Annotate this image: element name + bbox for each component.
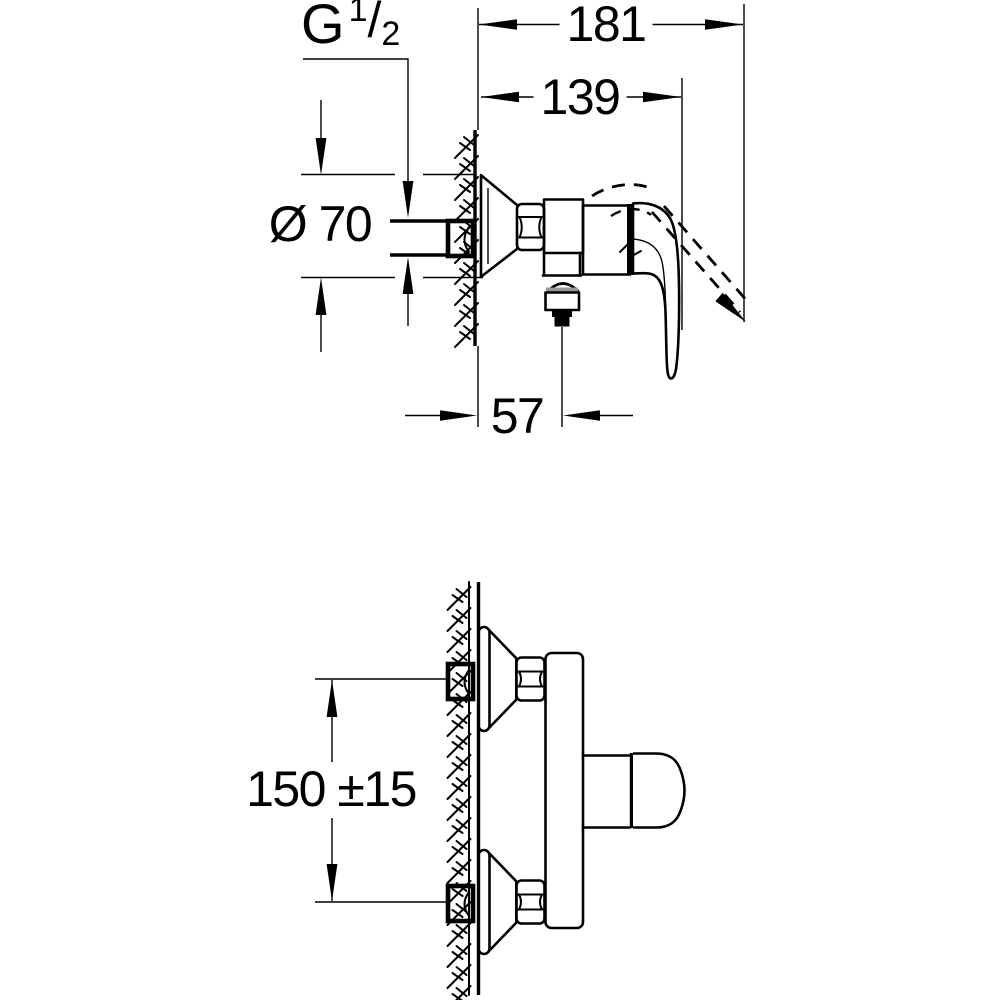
- side-view: [301, 4, 750, 427]
- mixer-body-side: [542, 198, 634, 276]
- escutcheon-side: [479, 173, 519, 279]
- lever-handle-side: [631, 201, 681, 380]
- dim-dia70: [301, 100, 483, 352]
- handle-swing-dashed: [591, 183, 750, 322]
- dim-label-57: 57: [483, 390, 551, 443]
- thread-letter: G: [301, 0, 345, 55]
- thread-slash: /: [367, 0, 382, 48]
- dim-label-139: 139: [533, 71, 627, 124]
- dim-label-150: 150 ±15: [239, 763, 423, 816]
- dim-g12-leader: [303, 58, 414, 326]
- dim-label-181: 181: [559, 0, 653, 51]
- front-view: [315, 581, 686, 1000]
- dim-label-dia70: Ø 70: [261, 198, 379, 251]
- dim-57: [405, 327, 633, 427]
- dim-150: [315, 678, 446, 903]
- shower-outlet: [541, 251, 583, 327]
- connection-top: [445, 625, 546, 733]
- front-view-wall: [446, 581, 481, 1000]
- union-nut-side: [515, 202, 546, 252]
- mixer-body-front: [544, 651, 686, 930]
- thread-numerator: 1: [348, 0, 368, 29]
- supply-connection: [390, 218, 476, 259]
- thread-denominator: 2: [381, 15, 401, 53]
